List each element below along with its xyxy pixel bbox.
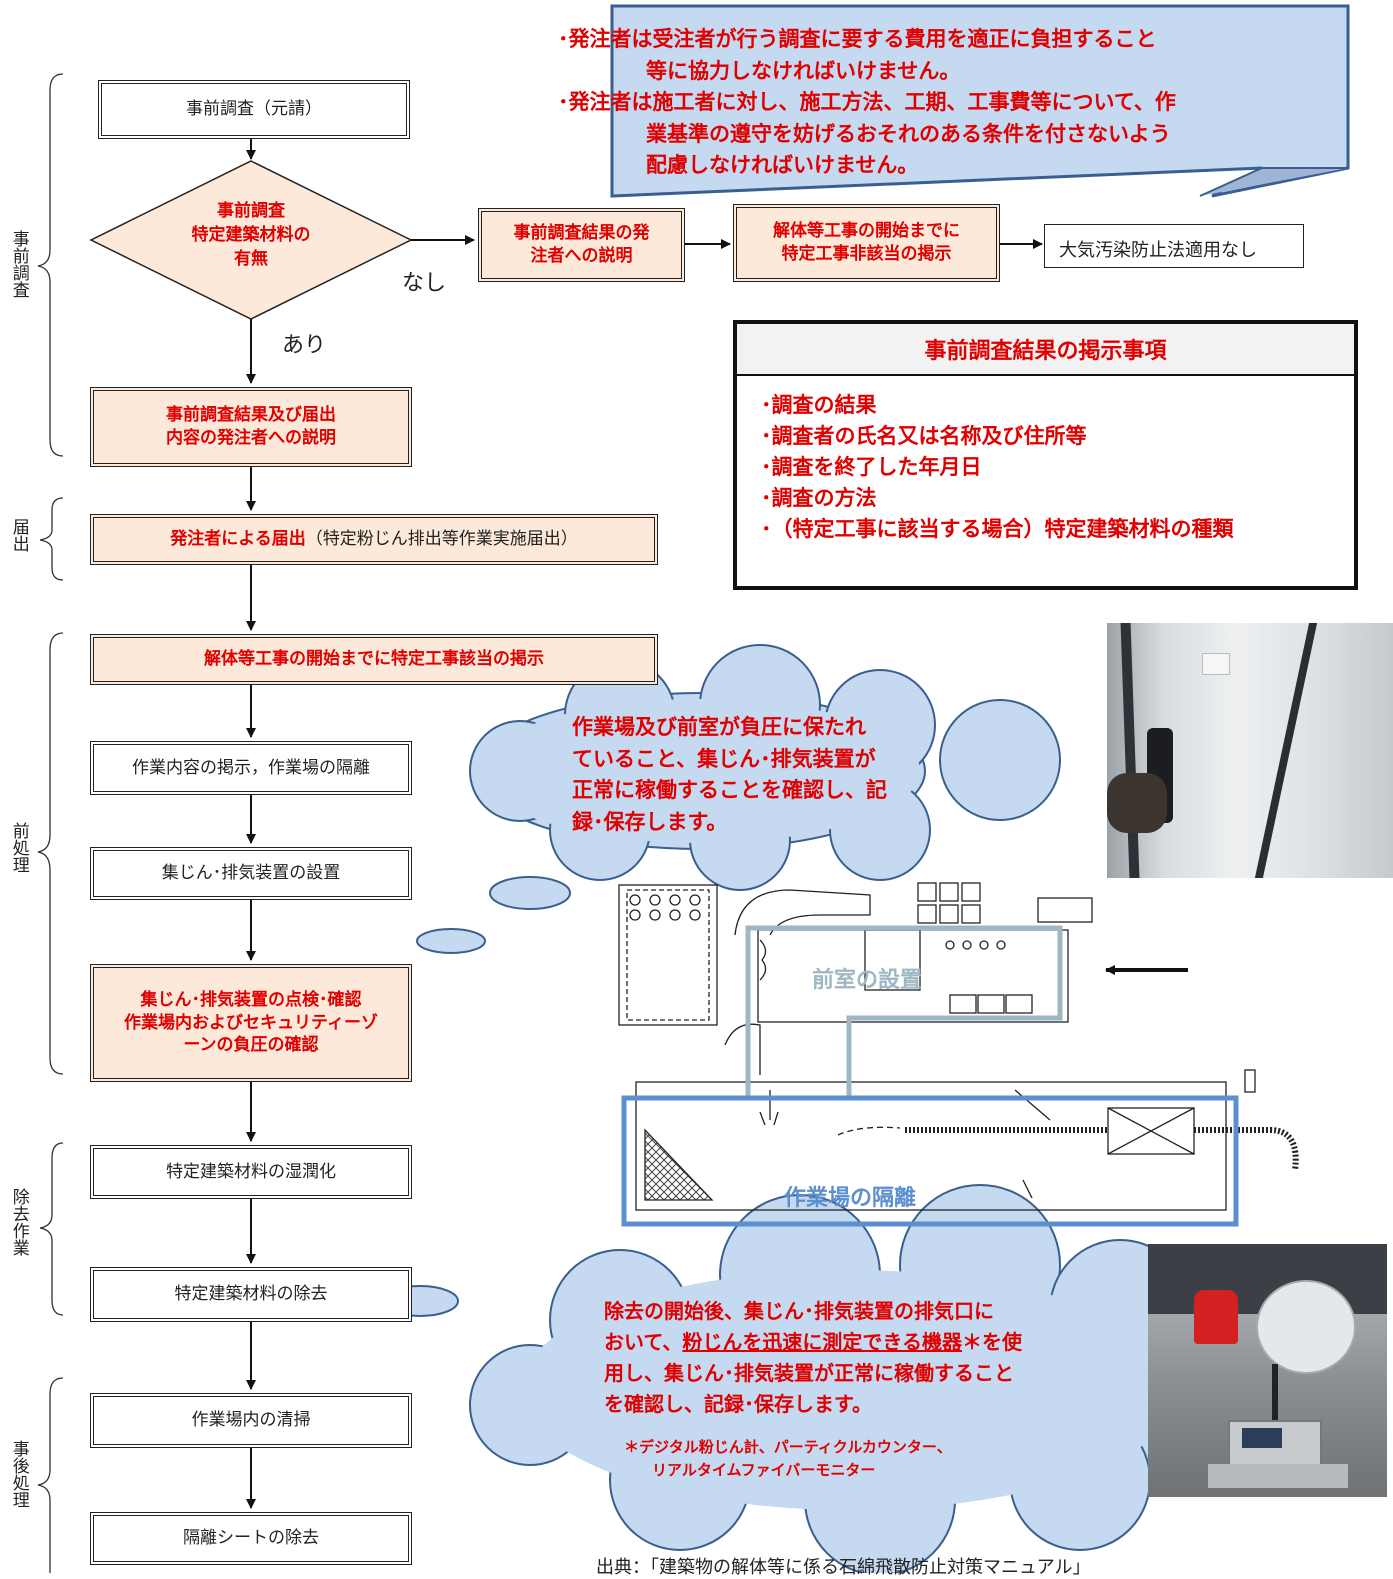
work-area-label: 作業場の隔離 — [784, 1186, 917, 1211]
top-callout-shape — [610, 4, 1350, 198]
photo-stand — [1272, 1364, 1278, 1434]
box-clean: 作業場内の清掃 — [90, 1393, 412, 1448]
box-explain-no: 事前調査結果の発 注者への説明 — [478, 208, 685, 282]
photo-warning-light — [1194, 1290, 1238, 1344]
box-text: 作業場内の清掃 — [191, 1410, 311, 1431]
flow-arrows — [246, 139, 1043, 1509]
box-install: 集じん･排気装置の設置 — [90, 847, 412, 900]
box-text: 集じん･排気装置の点検･確認 作業場内およびセキュリティーゾ ーンの負圧の確認 — [124, 989, 378, 1056]
cloud-line: 正常に稼働することを確認し、記 — [572, 778, 887, 802]
footnote-line: リアルタイムファイバーモニター — [652, 1461, 876, 1480]
bracket-pre-treatment — [37, 632, 64, 1075]
floor-plan-drawing — [618, 882, 1299, 1211]
notice-panel-title: 事前調査結果の掲示事項 — [737, 324, 1354, 376]
anteroom-label: 前室の設置 — [812, 968, 923, 993]
photo-base-plate — [1208, 1464, 1348, 1488]
box-text: 大気汚染防止法適用なし — [1059, 240, 1257, 261]
bracket-post-treatment — [37, 1377, 64, 1573]
cloud-2-footnote: ＊デジタル粉じん計、パーティクルカウンター、 リアルタイムファイバーモニター — [624, 1436, 1084, 1483]
notice-item: ･調査を終了した年月日 — [761, 455, 982, 479]
bracket-pre-survey — [37, 73, 64, 457]
branch-no-label: なし — [402, 271, 447, 296]
cloud-line: 用し、集じん･排気装置が正常に稼働すること — [604, 1361, 1014, 1385]
cloud-underlined-text: 粉じんを迅速に測定できる機器 — [682, 1330, 963, 1354]
photo-pressure-check — [1107, 623, 1393, 878]
box-text: 事前調査結果の発 注者への説明 — [513, 223, 650, 266]
box-sheet: 隔離シートの除去 — [90, 1512, 412, 1565]
source-text: 出典：「建築物の解体等に係る石綿飛散防止対策マニュアル」 — [596, 1557, 1091, 1578]
cloud-line: 作業場及び前室が負圧に保たれ — [572, 715, 866, 739]
bracket-removal — [39, 1142, 64, 1316]
cloud-line: おいて、粉じんを迅速に測定できる機器＊を使 — [604, 1327, 1144, 1358]
box-explain-yes: 事前調査結果及び届出 内容の発注者への説明 — [90, 387, 412, 467]
decision-text: 事前調査 特定建築材料の 有無 — [191, 201, 311, 269]
callout-line: 業基準の遵守を妨げるおそれのある条件を付さないよう — [646, 121, 1171, 146]
phase-text: 前処理 — [8, 822, 29, 873]
box-isolate: 作業内容の掲示，作業場の隔離 — [90, 741, 412, 795]
photo-display — [1242, 1428, 1282, 1448]
photo-lamp — [1256, 1280, 1356, 1374]
cloud-text: ＊を使 — [962, 1330, 1023, 1354]
cloud-text: おいて、 — [604, 1330, 683, 1354]
photo-frame — [1254, 623, 1318, 878]
box-text: 特定建築材料の湿潤化 — [166, 1161, 336, 1182]
box-text: 解体等工事の開始までに特定工事該当の掲示 — [204, 649, 544, 670]
phase-text: 事後処理 — [8, 1440, 29, 1508]
cloud-callout-1-text: 作業場及び前室が負圧に保たれ ていること、集じん･排気装置が 正常に稼働すること… — [572, 712, 962, 838]
notice-panel: 事前調査結果の掲示事項 ･調査の結果 ･調査者の氏名又は名称及び住所等 ･調査を… — [733, 320, 1358, 590]
top-callout-text: ･発注者は受注者が行う調査に要する費用を適正に負担すること 等に協力しなければい… — [558, 24, 1338, 182]
cloud-line: を確認し、記録･保存します。 — [604, 1392, 872, 1416]
phase-text: 除去作業 — [8, 1188, 29, 1256]
box-notify: 発注者による届出（特定粉じん排出等作業実施届出） — [90, 514, 658, 565]
work-area-outline — [621, 1095, 1239, 1227]
branch-yes-label: あり — [282, 333, 327, 358]
photo-pole — [1120, 623, 1140, 878]
box-inspect: 集じん･排気装置の点検･確認 作業場内およびセキュリティーゾ ーンの負圧の確認 — [90, 964, 412, 1082]
callout-line: 配慮しなければいけません。 — [646, 153, 919, 177]
callout-line: ･発注者は受注者が行う調査に要する費用を適正に負担すること — [558, 27, 1157, 51]
box-post-yes: 解体等工事の開始までに特定工事該当の掲示 — [90, 634, 658, 685]
notify-plain-text: （特定粉じん排出等作業実施届出） — [305, 529, 578, 550]
box-remove: 特定建築材料の除去 — [90, 1267, 412, 1322]
box-text: 特定建築材料の除去 — [174, 1284, 328, 1305]
notice-item: ･調査の方法 — [761, 486, 877, 510]
box-text: 集じん･排気装置の設置 — [161, 863, 341, 884]
photo-sticker — [1202, 653, 1230, 675]
footnote-line: ＊デジタル粉じん計、パーティクルカウンター、 — [624, 1438, 952, 1456]
phase-label-post-treatment: 事後処理 — [6, 1440, 30, 1508]
box-wet: 特定建築材料の湿潤化 — [90, 1145, 412, 1199]
photo-dust-monitor — [1148, 1244, 1387, 1497]
notice-item: ･（特定工事に該当する場合）特定建築材料の種類 — [761, 517, 1234, 541]
callout-line: 等に協力しなければいけません。 — [646, 58, 961, 83]
box-text: 事前調査（元請） — [186, 99, 322, 120]
box-text: 解体等工事の開始までに 特定工事非該当の掲示 — [773, 221, 960, 264]
phase-label-pre-treatment: 前処理 — [6, 822, 30, 873]
phase-text: 事前調査 — [8, 230, 29, 298]
phase-brackets — [37, 73, 64, 1573]
cloud-callout-2-text: 除去の開始後、集じん･排気装置の排気口に おいて、粉じんを迅速に測定できる機器＊… — [604, 1296, 1144, 1420]
phase-label-removal: 除去作業 — [6, 1188, 30, 1256]
box-text: 作業内容の掲示，作業場の隔離 — [132, 757, 370, 778]
box-post-no: 解体等工事の開始までに 特定工事非該当の掲示 — [733, 204, 1000, 282]
phase-text: 届出 — [8, 518, 29, 552]
bracket-notification — [39, 497, 64, 581]
notice-item: ･調査者の氏名又は名称及び住所等 — [761, 424, 1087, 448]
cloud-callout-1-shape — [364, 644, 1061, 981]
cloud-line: ていること、集じん･排気装置が — [572, 746, 876, 771]
callout-line: ･発注者は施工者に対し、施工方法、工期、工事費等について、作 — [558, 90, 1176, 114]
box-text: 隔離シートの除去 — [183, 1528, 319, 1549]
phase-label-pre-survey: 事前調査 — [6, 230, 30, 298]
box-no-law: 大気汚染防止法適用なし — [1044, 224, 1304, 268]
photo-hand — [1107, 773, 1167, 833]
box-survey: 事前調査（元請） — [98, 80, 410, 139]
cloud-line: 除去の開始後、集じん･排気装置の排気口に — [604, 1299, 994, 1323]
box-text: 事前調査結果及び届出 内容の発注者への説明 — [166, 405, 336, 448]
notify-red-text: 発注者による届出 — [170, 529, 306, 550]
cloud-line: 録･保存します。 — [572, 809, 728, 834]
notice-item: ･調査の結果 — [761, 393, 877, 417]
phase-label-notification: 届出 — [6, 518, 30, 552]
notice-panel-list: ･調査の結果 ･調査者の氏名又は名称及び住所等 ･調査を終了した年月日 ･調査の… — [737, 376, 1354, 545]
